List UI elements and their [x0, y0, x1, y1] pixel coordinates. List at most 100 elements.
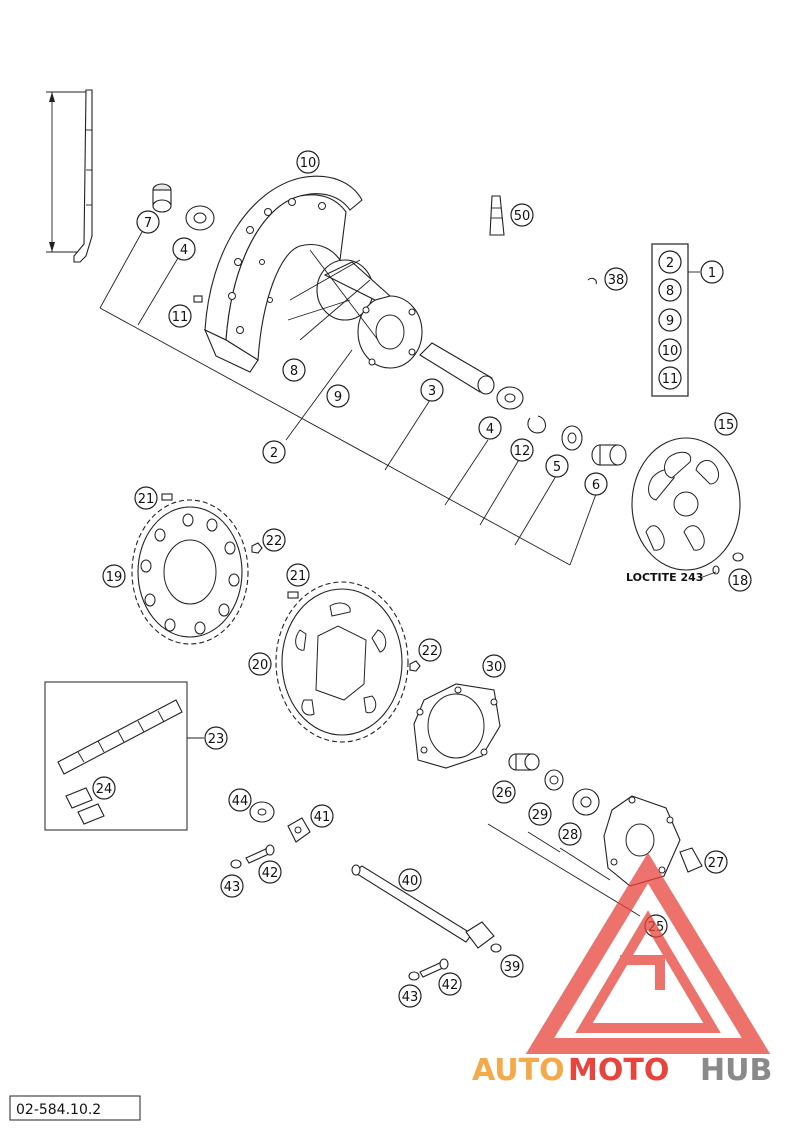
callout-6: 6 [584, 472, 608, 496]
spacer-part [591, 444, 627, 466]
svg-text:24: 24 [96, 782, 113, 797]
spacer-26-part [508, 753, 540, 771]
sprocket-bolt-21a [161, 493, 173, 501]
svg-text:22: 22 [422, 644, 439, 659]
svg-text:3: 3 [428, 384, 436, 399]
callout-21a: 21 [134, 486, 158, 510]
svg-text:15: 15 [718, 418, 735, 433]
sprocket-nut-22a [251, 542, 263, 554]
svg-text:2: 2 [270, 446, 278, 461]
callout-40: 40 [398, 868, 422, 892]
callout-21b: 21 [286, 563, 310, 587]
damper-27-part [679, 847, 703, 873]
spacer-tube-part [419, 342, 495, 395]
washer-43a-part [230, 859, 242, 869]
callout-12: 12 [510, 438, 534, 462]
callout-39: 39 [500, 954, 524, 978]
watermark-logo [525, 852, 771, 1054]
sprocket-nut-22b [409, 660, 421, 672]
svg-text:19: 19 [106, 570, 123, 585]
sprocket-19-part [131, 499, 249, 645]
callout-43b: 43 [398, 984, 422, 1008]
callout-4b: 4 [478, 416, 502, 440]
svg-text:20: 20 [252, 658, 269, 673]
hub-part [287, 249, 423, 369]
callout-24: 24 [92, 776, 116, 800]
callout-26: 26 [492, 780, 516, 804]
svg-text:11: 11 [172, 310, 189, 325]
seal-part [561, 425, 583, 451]
callout-42a: 42 [258, 860, 282, 884]
gasket-part [413, 683, 501, 769]
svg-text:9: 9 [334, 390, 342, 405]
svg-text:23: 23 [208, 732, 225, 747]
svg-text:22: 22 [266, 534, 283, 549]
svg-text:5: 5 [553, 460, 561, 475]
callout-2: 2 [262, 440, 286, 464]
svg-text:11: 11 [662, 372, 679, 387]
svg-text:10: 10 [662, 344, 679, 359]
svg-text:7: 7 [144, 216, 152, 231]
callout-8: 8 [282, 358, 306, 382]
nut-44-part [249, 801, 275, 823]
bearing-28-part [572, 788, 600, 816]
bearing-part [185, 205, 215, 231]
seal-29-part [544, 769, 564, 791]
callout-19: 19 [102, 564, 126, 588]
callout-10: 10 [296, 150, 320, 174]
svg-text:21: 21 [138, 492, 155, 507]
chain-adjuster-part [287, 817, 311, 843]
svg-text:2: 2 [666, 256, 674, 271]
kit-label-callout: 1 [688, 260, 724, 284]
callout-11: 11 [168, 304, 192, 328]
callout-44: 44 [228, 788, 252, 812]
circlip-part [527, 415, 547, 434]
callout-7: 7 [136, 210, 160, 234]
svg-text:4: 4 [180, 243, 188, 258]
spoke-part [46, 89, 93, 263]
sprocket-20-part [275, 581, 409, 743]
chain-part [57, 699, 183, 775]
callout-22b: 22 [418, 638, 442, 662]
svg-text:1: 1 [708, 266, 716, 281]
svg-text:43: 43 [402, 990, 419, 1005]
callout-9: 9 [326, 384, 350, 408]
callout-27: 27 [704, 850, 728, 874]
svg-text:02-584.10.2: 02-584.10.2 [16, 1102, 101, 1118]
callout-42b: 42 [438, 972, 462, 996]
kit-items: 2 8 9 10 11 [658, 250, 682, 390]
sprocket-bolt-21b [287, 591, 299, 599]
svg-text:8: 8 [290, 364, 298, 379]
bearing-part-2 [496, 386, 524, 410]
callout-22a: 22 [262, 528, 286, 552]
brake-disc-part [631, 437, 741, 571]
callout-18: 18 [728, 568, 752, 592]
svg-text:43: 43 [224, 880, 241, 895]
svg-text:AUTO: AUTO [472, 1053, 565, 1088]
svg-text:26: 26 [496, 786, 513, 801]
callout-15: 15 [714, 412, 738, 436]
svg-text:8: 8 [666, 284, 674, 299]
assembly-leaders [99, 231, 597, 566]
washer-39-part [490, 943, 502, 953]
callout-41: 41 [310, 804, 334, 828]
axle-part [351, 864, 495, 949]
callouts: 10 7 4 11 8 9 2 3 4 12 5 6 50 38 15 18 2… [92, 150, 752, 1008]
svg-text:41: 41 [314, 810, 331, 825]
svg-text:12: 12 [514, 444, 531, 459]
svg-text:39: 39 [504, 960, 521, 975]
callout-20: 20 [248, 652, 272, 676]
svg-text:42: 42 [262, 866, 279, 881]
svg-text:29: 29 [532, 808, 549, 823]
diagram-code: 02-584.10.2 [9, 1095, 141, 1121]
disc-screw-part [699, 552, 744, 579]
svg-text:10: 10 [300, 156, 317, 171]
svg-text:30: 30 [486, 660, 503, 675]
chain-link-part [65, 787, 105, 825]
callout-29: 29 [528, 802, 552, 826]
svg-text:38: 38 [608, 273, 625, 288]
svg-text:MOTO: MOTO [568, 1053, 669, 1088]
callout-28: 28 [558, 822, 582, 846]
chain-box [44, 681, 188, 831]
